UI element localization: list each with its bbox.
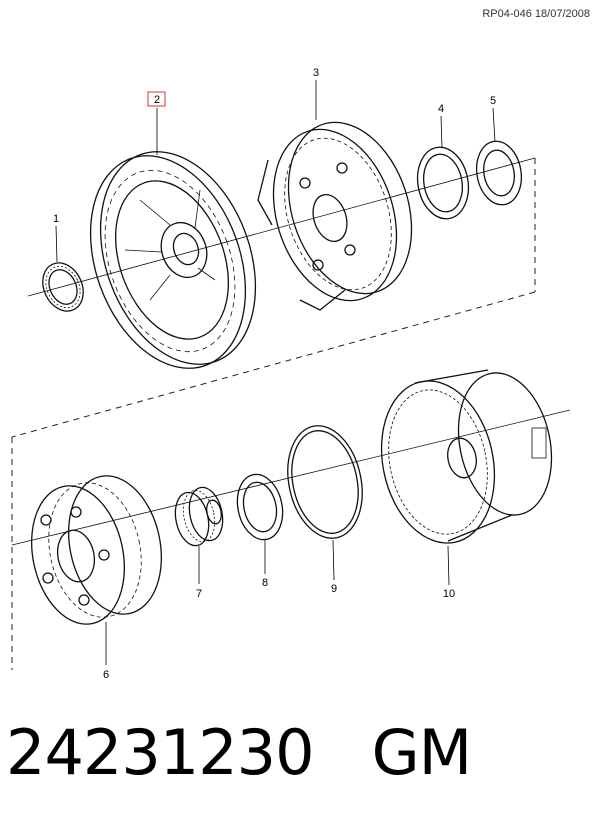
- part-2-clutch-drum: [89, 151, 257, 369]
- part-number-footer: 24231230 GM: [6, 716, 473, 789]
- callout-4: 4: [438, 103, 444, 115]
- callout-leaders: [55, 80, 496, 665]
- part-9-thrust-washer: [287, 425, 363, 539]
- brand-name: GM: [371, 716, 473, 789]
- callout-7: 7: [196, 588, 202, 600]
- part-number: 24231230: [6, 716, 315, 789]
- callout-10: 10: [443, 588, 455, 600]
- callout-8: 8: [262, 577, 268, 589]
- part-8-washer: [236, 473, 284, 541]
- part-3-carrier-plate: [257, 121, 413, 311]
- part-10-ring-gear-drum: [380, 369, 553, 544]
- part-7-sun-gear: [174, 486, 224, 547]
- callout-2: 2: [154, 94, 160, 106]
- part-4-snap-ring: [416, 146, 470, 220]
- callout-2-highlight-box: [147, 91, 166, 107]
- document-reference: RP04-046 18/07/2008: [482, 8, 590, 20]
- assembly-axis-lines: [11, 157, 571, 670]
- part-1-thrust-bearing: [42, 262, 84, 312]
- part-6-planetary-carrier: [30, 475, 163, 625]
- callout-9: 9: [331, 583, 337, 595]
- callout-3: 3: [313, 67, 319, 79]
- part-5-thrust-washer: [475, 140, 523, 206]
- callout-5: 5: [490, 95, 496, 107]
- callout-6: 6: [103, 669, 109, 681]
- callout-1: 1: [53, 213, 59, 225]
- callout-labels: 1 2 3 4 5 6 7 8 9 10: [53, 67, 496, 681]
